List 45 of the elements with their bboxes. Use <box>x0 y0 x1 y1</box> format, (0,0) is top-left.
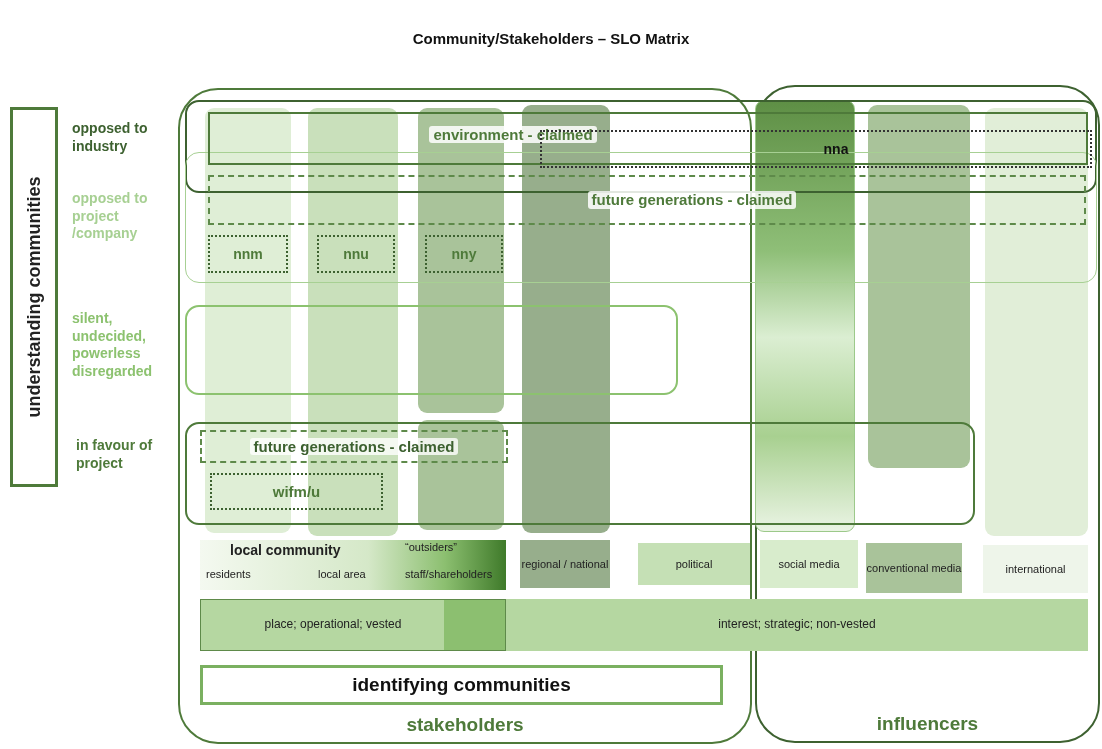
row-band <box>185 152 1097 283</box>
category-cell <box>638 543 750 585</box>
category-label: nna <box>823 140 849 158</box>
attribute-bar <box>506 599 1088 651</box>
footer-box <box>200 665 723 705</box>
axis-title: understanding communities <box>23 176 45 418</box>
category-label: residents <box>206 568 251 581</box>
row-band <box>185 422 975 525</box>
category-label: interest; strategic; non-vested <box>718 618 876 632</box>
category-label: social media <box>778 557 840 571</box>
category-label: nnu <box>343 245 369 263</box>
category-label: place; operational; vested <box>264 618 402 632</box>
category-label: “outsiders” <box>405 541 457 554</box>
category-label: future generations - claimed <box>249 437 459 456</box>
category-label: regional / national <box>521 557 609 571</box>
dotted-box <box>208 235 288 273</box>
dotted-box <box>210 473 383 510</box>
dotted-box <box>317 235 395 273</box>
attribute-bar <box>200 599 506 651</box>
category-label: international <box>1005 562 1066 576</box>
category-heading: local community <box>230 542 341 559</box>
group-title: influencers <box>875 713 980 735</box>
axis-title-box <box>10 107 58 487</box>
dotted-box <box>425 235 503 273</box>
row-label: silent, undecided, powerless disregarded <box>72 310 154 380</box>
category-label: conventional media <box>866 561 962 575</box>
category-cell <box>760 540 858 588</box>
category-label: nny <box>451 245 477 263</box>
diagram-title: Community/Stakeholders – SLO Matrix <box>412 30 690 47</box>
category-label: wifm/u <box>272 482 321 501</box>
row-label: opposed to industry <box>72 120 149 155</box>
category-label: political <box>675 557 713 571</box>
group-title: stakeholders <box>405 714 525 736</box>
category-label: future generations - claimed <box>587 191 797 209</box>
category-cell <box>520 540 610 588</box>
category-label: nnm <box>233 245 263 263</box>
category-label: identifying communities <box>352 674 571 696</box>
row-label: opposed to project /company <box>72 190 149 243</box>
category-label: staff/shareholders <box>405 568 493 581</box>
category-cell <box>200 540 506 590</box>
category-label: local area <box>318 568 366 581</box>
category-cell <box>866 543 962 593</box>
dashed-box <box>200 430 508 463</box>
category-label: environment - claimed <box>429 126 597 144</box>
row-label: in favour of project <box>76 437 154 472</box>
